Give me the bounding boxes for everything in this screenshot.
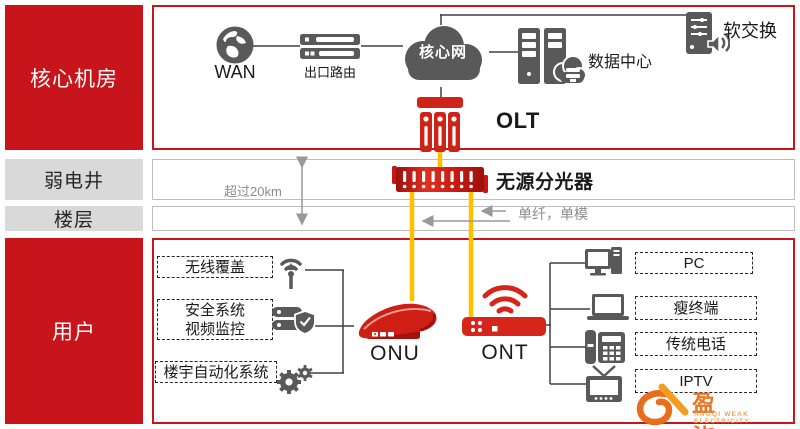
onu-label: ONU [370, 342, 420, 365]
terminal-box-pc: PC [635, 252, 753, 274]
black-connectors [252, 14, 687, 385]
rail-weak-well-label: 弱电井 [43, 171, 104, 192]
cloud-icon [405, 26, 482, 80]
automation-label: 楼宇自动化系统 [163, 363, 269, 381]
service-box-security: 安全系统 视频监控 [157, 299, 273, 340]
data-center-label: 数据中心 [588, 54, 653, 71]
speaker-icon [707, 33, 730, 55]
onu-device-icon [358, 303, 437, 339]
rail-weak-well: 弱电井 [5, 159, 143, 200]
rail-floor: 楼层 [5, 206, 143, 231]
exit-router-icon [300, 34, 360, 59]
brand-logo-mark-icon [636, 383, 689, 426]
rail-user-label: 用户 [52, 321, 96, 344]
gears-icon [277, 365, 313, 394]
pc-icon [585, 247, 622, 276]
terminal-box-phone: 传统电话 [635, 332, 757, 356]
olt-icon [417, 97, 463, 152]
soft-switch-icon [686, 12, 730, 55]
rail-core-room: 核心机房 [5, 5, 143, 150]
wan-globe-icon [216, 26, 254, 64]
core-network-cloud: 核心网 [396, 21, 490, 88]
distance-label: 超过20km [224, 184, 282, 199]
core-network-label: 核心网 [418, 44, 467, 61]
wireless-antenna-icon [280, 258, 302, 289]
brand-logo-name: 盈柒弱电 [692, 390, 717, 429]
fiber-note-label: 单纤，单模 [518, 206, 588, 222]
optical-splitter-icon [392, 166, 488, 193]
ont-device-icon [462, 285, 546, 336]
data-center-icon [518, 28, 586, 84]
thin-terminal-label: 瘦终端 [673, 299, 719, 317]
soft-switch-label: 软交换 [723, 21, 777, 41]
exit-router-label: 出口路由 [303, 65, 356, 80]
security-label-line2: 视频监控 [184, 320, 245, 338]
section-floor [152, 206, 795, 231]
security-label-line1: 安全系统 [184, 301, 245, 319]
service-box-automation: 楼宇自动化系统 [155, 361, 277, 383]
service-box-wireless: 无线覆盖 [157, 256, 273, 278]
rail-core-room-label: 核心机房 [30, 67, 118, 91]
mini-cloud-icon [553, 55, 586, 83]
pc-label: PC [683, 254, 705, 272]
phone-label: 传统电话 [665, 335, 726, 353]
rail-user: 用户 [5, 238, 143, 424]
splitter-label: 无源分光器 [496, 172, 594, 193]
rail-floor-label: 楼层 [53, 210, 94, 231]
terminal-box-thin: 瘦终端 [635, 296, 757, 320]
annotation-arrows [296, 156, 510, 227]
laptop-icon [587, 294, 629, 320]
terminal-box-iptv: IPTV [635, 369, 757, 393]
iptv-label: IPTV [679, 372, 713, 390]
telephone-icon [585, 330, 625, 364]
tv-icon [586, 365, 622, 402]
wifi-icon [482, 285, 528, 314]
wan-label: WAN [214, 62, 256, 82]
brand-logo-subtitle: ANGQI WEAK ELECTRICITY [694, 411, 750, 425]
olt-label: OLT [496, 108, 540, 133]
ont-label: ONT [481, 341, 529, 364]
wireless-label: 无线覆盖 [184, 258, 245, 276]
security-server-shield-icon [272, 307, 316, 335]
